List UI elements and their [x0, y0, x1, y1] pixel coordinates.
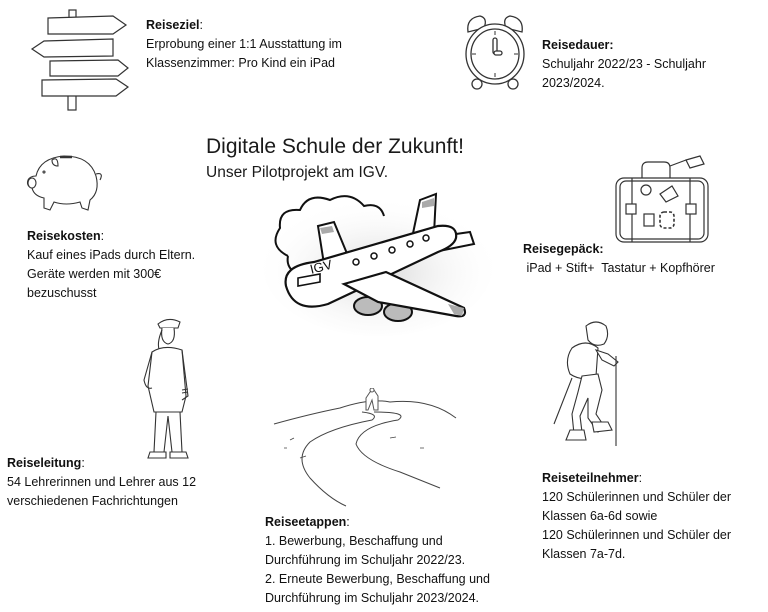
- winding-path-icon: [270, 388, 460, 508]
- plane-label: IGV: [308, 257, 334, 277]
- section-text-line: Durchführung im Schuljahr 2023/2024.: [265, 591, 480, 605]
- section-text-line: 120 Schülerinnen und Schüler der: [542, 528, 732, 542]
- hiker-icon: [552, 318, 638, 452]
- section-reiseleitung: Reiseleitung: 54 Lehrerinnen und Lehrer …: [7, 454, 196, 511]
- section-heading: Reisedauer:: [542, 38, 614, 52]
- page-title: Digitale Schule der Zukunft!: [206, 135, 464, 158]
- section-text-line: 1. Bewerbung, Beschaffung und: [265, 534, 443, 548]
- section-text-line: iPad + Stift+ Tastatur + Kopfhörer: [523, 261, 715, 275]
- suitcase-icon: [612, 154, 720, 246]
- airplane-icon: IGV: [258, 186, 498, 336]
- section-text-line: 54 Lehrerinnen und Lehrer aus 12: [7, 475, 197, 489]
- section-text-line: 2023/2024.: [542, 76, 605, 90]
- section-heading: Reisegepäck:: [523, 242, 604, 256]
- section-reiseteilnehmer: Reiseteilnehmer: 120 Schülerinnen und Sc…: [542, 469, 731, 564]
- section-text-line: Geräte werden mit 300€: [27, 267, 162, 281]
- section-text-line: verschiedenen Fachrichtungen: [7, 494, 178, 508]
- section-text-line: Klassen 7a-7d.: [542, 547, 626, 561]
- section-heading: Reiseteilnehmer: [542, 471, 639, 485]
- section-text-line: Erprobung einer 1:1 Ausstattung im: [146, 37, 342, 51]
- section-text-line: Kauf eines iPads durch Eltern.: [27, 248, 196, 262]
- section-text-line: bezuschusst: [27, 286, 97, 300]
- pilot-icon: [138, 316, 198, 464]
- alarm-clock-icon: [462, 10, 528, 92]
- section-text-line: Klassen 6a-6d sowie: [542, 509, 658, 523]
- section-heading: Reiseetappen: [265, 515, 347, 529]
- section-reiseziel: Reiseziel: Erprobung einer 1:1 Ausstattu…: [146, 16, 342, 73]
- section-text-line: 2. Erneute Bewerbung, Beschaffung und: [265, 572, 490, 586]
- page-subtitle: Unser Pilotprojekt am IGV.: [206, 164, 389, 181]
- section-text-line: Klassenzimmer: Pro Kind ein iPad: [146, 56, 335, 70]
- section-heading: Reisekosten: [27, 229, 101, 243]
- section-text-line: Schuljahr 2022/23 - Schuljahr: [542, 57, 706, 71]
- section-reisedauer: Reisedauer: Schuljahr 2022/23 - Schuljah…: [542, 36, 706, 93]
- signpost-icon: [28, 6, 132, 112]
- section-text-line: Durchführung im Schuljahr 2022/23.: [265, 553, 466, 567]
- section-heading: Reiseziel: [146, 18, 200, 32]
- section-text-line: 120 Schülerinnen und Schüler der: [542, 490, 732, 504]
- section-reiseetappen: Reiseetappen: 1. Bewerbung, Beschaffung …: [265, 513, 490, 608]
- section-reisegepaeck: Reisegepäck: iPad + Stift+ Tastatur + Ko…: [523, 240, 715, 278]
- section-heading: Reiseleitung: [7, 456, 82, 470]
- piggy-bank-icon: [24, 150, 106, 214]
- section-reisekosten: Reisekosten: Kauf eines iPads durch Elte…: [27, 227, 195, 303]
